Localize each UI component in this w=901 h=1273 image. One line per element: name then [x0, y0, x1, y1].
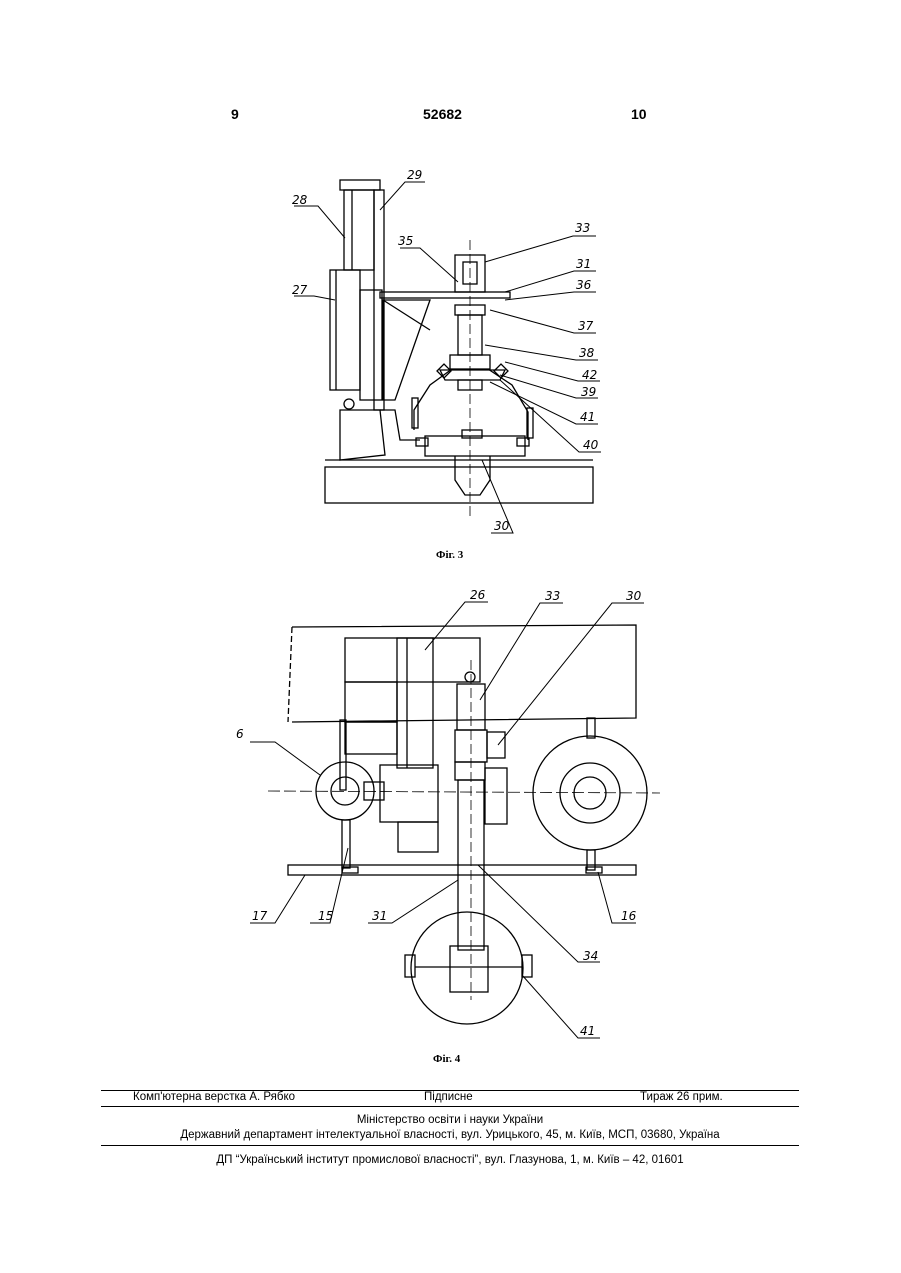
fig4-rail-17 [288, 865, 636, 875]
callout-41b: 41 [580, 1024, 595, 1038]
footer-ministry: Міністерство освіти і науки України [101, 1114, 799, 1126]
figure-4-drawing: 26 33 30 6 17 15 31 34 16 41 [0, 0, 901, 1060]
fig4-beam [292, 625, 636, 722]
footer-department: Державний департамент інтелектуальної вл… [101, 1129, 799, 1141]
callout-33b: 33 [545, 589, 560, 603]
callout-34: 34 [583, 949, 598, 963]
callout-6: 6 [236, 727, 244, 741]
footer-layout-credit: Комп'ютерна верстка А. Рябко [133, 1091, 295, 1103]
callout-30b: 30 [626, 589, 642, 603]
callout-16: 16 [621, 909, 637, 923]
fig4-column-26 [397, 638, 433, 768]
footer-institute: ДП “Український інститут промислової вла… [101, 1154, 799, 1166]
callout-17: 17 [252, 909, 268, 923]
callout-26: 26 [470, 588, 486, 602]
fig4-disc-41 [411, 912, 523, 1024]
callout-15: 15 [318, 909, 333, 923]
figure-4-caption: Фіг. 4 [433, 1053, 460, 1065]
callout-31b: 31 [372, 909, 387, 923]
footer-circulation: Тираж 26 прим. [640, 1091, 723, 1103]
footer-signed: Підписне [424, 1091, 473, 1103]
footer-rule-middle [101, 1106, 799, 1107]
footer-rule-bottom [101, 1145, 799, 1146]
